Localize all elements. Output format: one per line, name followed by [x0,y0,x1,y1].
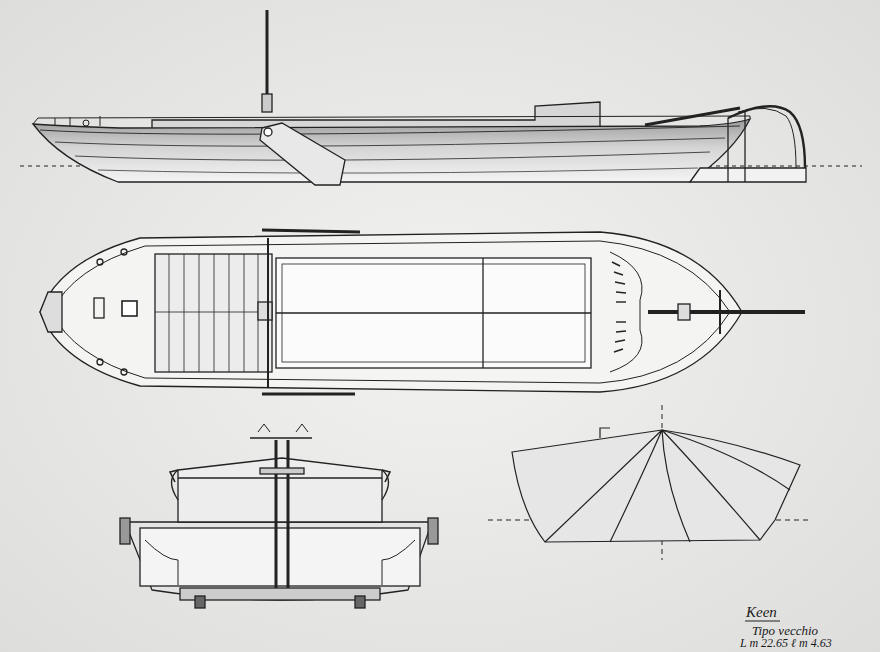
body-plan [488,405,810,560]
stern-grating [612,262,626,352]
side-view [20,10,862,185]
hatch [276,258,591,368]
tiller-plan [648,310,805,314]
title-underline [745,620,780,621]
hatch-boards [155,254,272,372]
bow-fittings [55,116,100,126]
mast-step [262,94,272,112]
boat-name: Keen [746,604,777,621]
cross-section [120,424,438,608]
rudder [690,168,806,182]
tiller-arc [728,106,805,168]
deck-outline [40,232,742,392]
plan-view [40,230,805,394]
hull [33,119,750,182]
dimensions: L m 22.65 ℓ m 4.63 [740,637,832,650]
leeboard [260,123,345,185]
tiller [645,108,740,125]
